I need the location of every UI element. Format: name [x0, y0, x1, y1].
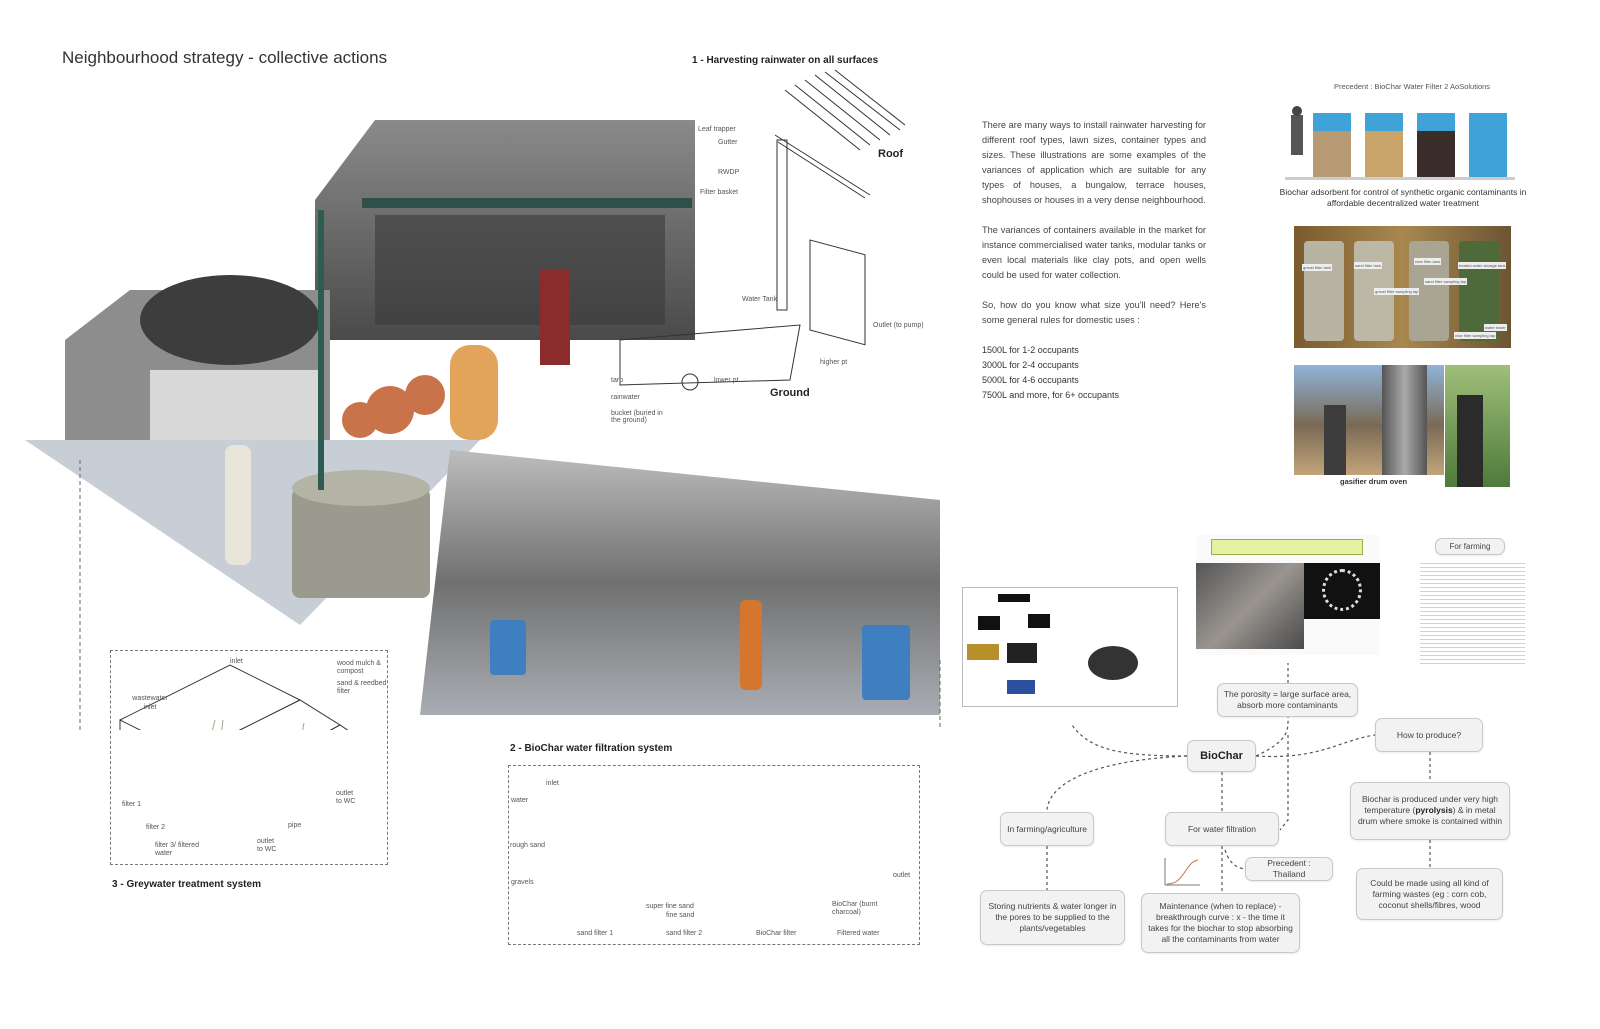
water-tank [292, 488, 430, 598]
farming-node: In farming/agriculture [1000, 812, 1094, 846]
gw-label: filter 1 [122, 801, 142, 808]
cyclist [540, 270, 570, 365]
blue-barrel [490, 620, 526, 675]
precedent-thailand-node: Precedent : Thailand [1245, 857, 1333, 881]
node-text: ) & in metal drum where smoke is contain… [1357, 805, 1503, 826]
farming-wastes-node: Could be made using all kind of farming … [1356, 868, 1503, 920]
bs-label: BioChar (burnt charcoal) [832, 901, 878, 916]
paragraph: There are many ways to install rainwater… [982, 120, 1206, 205]
node-text-bold: pyrolysis [1415, 805, 1453, 815]
greywater-heading: 3 - Greywater treatment system [112, 879, 261, 890]
outlet-label: Outlet (to pump) [873, 322, 924, 329]
gw-label: inlet [230, 658, 243, 665]
rule-item: 1500L for 1-2 occupants [982, 345, 1079, 355]
bs-label: super fine sand [646, 903, 694, 910]
how-to-produce-node: How to produce? [1375, 718, 1483, 752]
filter-tanks-photo: gravel filter tank sand filter tank char… [1294, 226, 1511, 348]
paragraph: So, how do you know what size you'll nee… [982, 300, 1206, 325]
intro-text: There are many ways to install rainwater… [982, 118, 1206, 403]
breakthrough-curve-icon [1164, 858, 1200, 886]
bs-label: fine sand [666, 912, 695, 919]
size-rules: 1500L for 1-2 occupants 3000L for 2-4 oc… [982, 343, 1206, 403]
biochar-system-heading: 2 - BioChar water filtration system [510, 743, 673, 754]
gw-label: filter 3/ filtered water [155, 842, 199, 857]
filter-name: sand filter 2 [666, 930, 703, 937]
biochar-microscope-image [1196, 535, 1380, 655]
photo-label: char filter tank [1414, 258, 1442, 265]
precedent-caption: Biochar adsorbent for control of synthet… [1279, 187, 1527, 208]
water-tank-label: Water Tank [742, 296, 778, 303]
person [225, 445, 251, 565]
gw-label: filter 2 [146, 824, 166, 831]
downpipe [318, 210, 324, 490]
rwdp-label: RWDP [718, 169, 740, 176]
oven-caption: gasifier drum oven [1340, 477, 1408, 486]
gutter-label: Gutter [718, 139, 738, 146]
bs-label: gravels [511, 879, 534, 886]
rule-item: 3000L for 2-4 occupants [982, 360, 1079, 370]
photo-label: treated water storage tank [1458, 262, 1507, 269]
gw-label: wastewater inlet [132, 695, 168, 711]
clay-pots [342, 375, 445, 438]
gutter [362, 198, 692, 208]
greywater-frame [110, 650, 388, 865]
photo-label: sand filter tank [1354, 262, 1383, 269]
filter-name: Filtered water [837, 930, 880, 937]
storing-nutrients-node: Storing nutrients & water longer in the … [980, 890, 1125, 945]
rule-item: 5000L for 4-6 occupants [982, 375, 1079, 385]
street-photo [420, 450, 940, 715]
higher-pt-label: higher pt [820, 359, 848, 366]
biochar-flowchart-image [962, 587, 1178, 707]
pyrolysis-node: Biochar is produced under very high temp… [1350, 782, 1510, 840]
filter-name: sand filter 1 [577, 930, 614, 937]
bucket-label: bucket (buried in the ground) [611, 410, 663, 424]
precedent-filter-image [1285, 106, 1515, 180]
node-text: Biochar is produced under very high temp… [1361, 794, 1499, 815]
walking-person [740, 600, 762, 690]
biochar-system-frame [508, 765, 920, 945]
biochar-center-node: BioChar [1187, 740, 1256, 772]
photo-label: sand filter sampling tap [1424, 278, 1468, 285]
photo-label: gravel filter tank [1302, 264, 1333, 271]
large-pot [450, 345, 498, 440]
photo-label: char filter sampling tap [1454, 332, 1497, 339]
bs-label: inlet [546, 780, 559, 787]
drum-oven-photo [1445, 365, 1510, 487]
rainwater-heading: 1 - Harvesting rainwater on all surfaces [692, 55, 879, 66]
bs-label: water [511, 797, 529, 804]
maintenance-node: Maintenance (when to replace) - breakthr… [1141, 893, 1300, 953]
roof-label: Roof [878, 148, 904, 160]
paragraph: The variances of containers available in… [982, 225, 1206, 280]
rainwater-label: rainwater [611, 394, 640, 401]
filter-basket-label: Filter basket [700, 189, 739, 196]
tree [140, 275, 320, 365]
porosity-node: The porosity = large surface area, absor… [1217, 683, 1358, 717]
filter-name: BioChar filter [756, 930, 797, 937]
for-farming-label: For farming [1435, 538, 1505, 555]
water-filtration-node: For water filtration [1165, 812, 1279, 846]
farming-text-image [1420, 560, 1525, 665]
gw-label: wood mulch & compost [337, 660, 381, 675]
rule-item: 7500L and more, for 6+ occupants [982, 390, 1120, 400]
gw-label: sand & reedbed filter [337, 680, 387, 695]
photo-label: water tower [1484, 324, 1507, 331]
neighbourhood-collage [25, 69, 941, 730]
blue-barrel [862, 625, 910, 700]
gw-label: outlet to WC [257, 838, 277, 853]
bs-label: outlet [893, 872, 911, 879]
leaf-trapper-label: Leaf trapper [698, 126, 736, 133]
lower-pt-label: lower pt [714, 377, 739, 384]
gw-label: pipe [288, 822, 302, 829]
gw-label: outlet to WC [336, 790, 356, 805]
photo-label: gravel filter sampling tap [1374, 288, 1420, 295]
roof-diagram [619, 69, 906, 391]
precedent-title: Precedent : BioChar Water Filter 2 AoSol… [1334, 82, 1491, 91]
gasifier-photo [1294, 365, 1444, 475]
ground-label: Ground [770, 387, 810, 399]
page-title: Neighbourhood strategy - collective acti… [62, 48, 388, 67]
bs-label: rough sand [510, 842, 546, 849]
tarp-label: tarp [611, 377, 624, 384]
greywater-drawing [118, 664, 349, 730]
